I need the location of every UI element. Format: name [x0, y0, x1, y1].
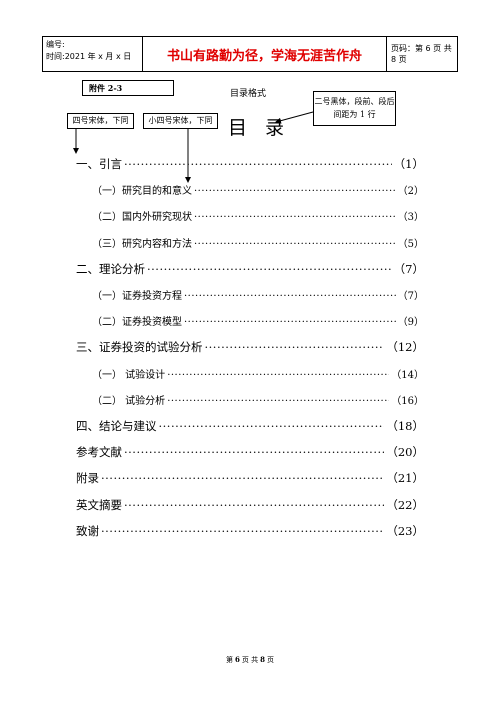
toc-leader-dots: [147, 262, 392, 276]
toc-leader-dots: [205, 340, 385, 354]
number-label: 编号:: [46, 40, 65, 49]
toc-entry-page: （1）: [393, 157, 424, 171]
toc-entry[interactable]: （一）证券投资方程 （7）: [92, 287, 424, 302]
toc-entry-text: 附录: [76, 471, 99, 486]
toc-entry[interactable]: 二、理论分析 （7）: [76, 261, 424, 277]
toc-entry-page: （7）: [397, 291, 424, 302]
toc-leader-dots: [194, 186, 396, 197]
footer-middle: 页 共: [241, 656, 259, 664]
toc-entry-page: （16）: [391, 395, 424, 407]
toc-entry-text: （一） 试验设计: [92, 369, 166, 381]
toc-entry[interactable]: 四、结论与建议 （18）: [76, 418, 424, 434]
toc-entry-text: （一）研究目的和意义: [92, 186, 192, 198]
footer-page: 6: [235, 655, 240, 664]
toc-title: 目录: [228, 117, 303, 139]
toc-entry-text: （三）研究内容和方法: [92, 238, 192, 250]
toc-leader-dots: [101, 524, 384, 538]
toc-entry[interactable]: 致谢 （23）: [76, 523, 424, 539]
toc-entry[interactable]: （二） 试验分析 （16）: [92, 392, 424, 407]
toc-entry-page: （23）: [386, 523, 424, 538]
toc-leader-dots: [167, 396, 389, 407]
toc-entry-text: （二）证券投资模型: [92, 317, 182, 329]
toc-entry-text: 一、引言: [76, 157, 122, 171]
toc-entry[interactable]: （一） 试验设计 （14）: [92, 366, 424, 381]
toc-leader-dots: [124, 157, 392, 171]
level2-font-note: 小四号宋体，下同: [143, 113, 218, 129]
toc-leader-dots: [194, 239, 396, 250]
toc-leader-dots: [167, 370, 389, 381]
toc-entry[interactable]: 三、证券投资的试验分析 （12）: [76, 339, 424, 355]
toc-entry-page: （14）: [391, 369, 424, 381]
header-motto: 书山有路勤为径，学海无涯苦作舟: [143, 37, 387, 71]
toc-entry-page: （21）: [386, 471, 424, 486]
toc-entry[interactable]: 附录 （21）: [76, 470, 424, 486]
toc-entry[interactable]: （二）证券投资模型 （9）: [92, 313, 424, 328]
toc-entry-text: （一）证券投资方程: [92, 291, 182, 302]
footer-suffix: 页: [266, 656, 274, 664]
toc-entry-text: 三、证券投资的试验分析: [76, 340, 203, 355]
toc-entry-page: （5）: [397, 238, 424, 250]
toc-entry-page: （9）: [397, 317, 424, 329]
header-page-info: 页码：第 6 页 共 8 页: [391, 44, 452, 64]
toc-leader-dots: [124, 445, 384, 459]
toc-entry-text: 四、结论与建议: [76, 419, 157, 433]
toc-entry[interactable]: 一、引言 （1）: [76, 156, 424, 172]
toc-entry-page: （7）: [393, 261, 424, 276]
title-font-note: 二号黑体，段前、段后间距为 1 行: [313, 91, 396, 126]
toc-entry-text: （二）国内外研究现状: [92, 212, 192, 224]
footer-prefix: 第: [226, 656, 233, 664]
format-label: 目录格式: [230, 89, 267, 99]
toc-entry[interactable]: （一）研究目的和意义 （2）: [92, 182, 424, 197]
level1-font-note: 四号宋体，下同: [67, 113, 134, 129]
toc-entry[interactable]: （三）研究内容和方法 （5）: [92, 235, 424, 250]
footer-total: 8: [260, 655, 265, 664]
toc-entry-text: 致谢: [76, 523, 99, 538]
toc-leader-dots: [194, 212, 396, 223]
page-header: 编号: 时间:2021 年 x 月 x 日 书山有路勤为径，学海无涯苦作舟 页码…: [42, 36, 458, 72]
toc-leader-dots: [184, 317, 396, 328]
toc-entry-page: （12）: [386, 340, 424, 355]
toc-leader-dots: [101, 471, 384, 485]
toc-entry-page: （3）: [397, 212, 424, 224]
toc-leader-dots: [159, 419, 385, 433]
toc-entry-page: （2）: [397, 186, 424, 198]
toc-entry-text: （二） 试验分析: [92, 395, 166, 407]
toc-entry[interactable]: 英文摘要 （22）: [76, 497, 424, 513]
toc-entry-text: 参考文献: [76, 445, 122, 460]
toc-leader-dots: [184, 291, 396, 302]
toc-entry-text: 英文摘要: [76, 497, 122, 512]
toc-entry-page: （18）: [386, 419, 424, 433]
header-meta: 编号: 时间:2021 年 x 月 x 日: [43, 37, 143, 71]
toc-entry[interactable]: 参考文献 （20）: [76, 444, 424, 460]
toc-entry-page: （20）: [386, 445, 424, 460]
toc-leader-dots: [124, 498, 384, 512]
toc-entry-page: （22）: [386, 497, 424, 512]
toc-entry[interactable]: （二）国内外研究现状 （3）: [92, 208, 424, 223]
toc-entry-text: 二、理论分析: [76, 261, 145, 276]
attachment-label: 附件 2-3: [82, 80, 174, 96]
time-label: 时间:2021 年 x 月 x 日: [46, 52, 132, 61]
